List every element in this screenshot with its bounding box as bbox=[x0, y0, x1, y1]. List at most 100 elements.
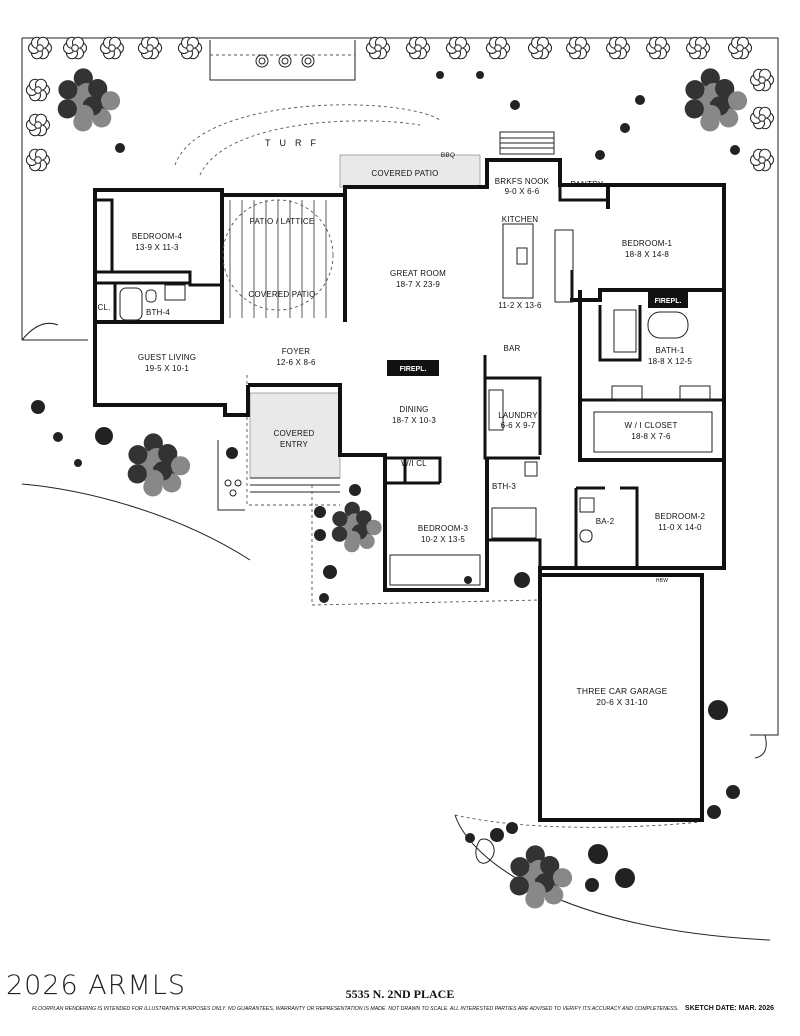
fireplace-dining bbox=[387, 360, 439, 376]
covered-entry-label-2: ENTRY bbox=[280, 440, 308, 449]
bush-icon bbox=[436, 71, 444, 79]
bush-icon bbox=[476, 71, 484, 79]
bush-icon bbox=[506, 822, 518, 834]
covered-patio-left-label: COVERED PATIO bbox=[248, 290, 315, 299]
bush-icon bbox=[464, 576, 472, 584]
shrub-icon bbox=[405, 36, 431, 60]
bedroom-1-label: BEDROOM-1 bbox=[622, 239, 673, 248]
bath-1-dims: 18-8 X 12-5 bbox=[648, 357, 692, 366]
bush-icon bbox=[349, 484, 361, 496]
bush-icon bbox=[730, 145, 740, 155]
bush-icon bbox=[620, 123, 630, 133]
bush-icon bbox=[514, 572, 530, 588]
bush-icon bbox=[323, 565, 337, 579]
garage-dims: 20-6 X 31-10 bbox=[596, 697, 648, 707]
shrub-icon bbox=[606, 36, 630, 60]
bush-icon bbox=[707, 805, 721, 819]
exterior-walls bbox=[93, 158, 726, 822]
great-room-label: GREAT ROOM bbox=[390, 269, 446, 278]
shrub-icon bbox=[528, 36, 552, 60]
bush-icon bbox=[595, 150, 605, 160]
fireplace-master-label: FIREPL. bbox=[655, 298, 682, 305]
foyer-dims: 12-6 X 8-6 bbox=[276, 358, 316, 367]
bush-icon bbox=[74, 459, 82, 467]
garage-label: THREE CAR GARAGE bbox=[576, 686, 667, 696]
shrub-icon bbox=[485, 36, 511, 60]
bedroom-4-dims: 13-9 X 11-3 bbox=[135, 243, 179, 252]
wi-closet-dims: 18-8 X 7-6 bbox=[631, 432, 671, 441]
shrub-icon bbox=[63, 36, 87, 60]
shrub-icon bbox=[25, 78, 50, 102]
bath-1-label: BATH-1 bbox=[655, 346, 684, 355]
tree-icon bbox=[331, 501, 382, 553]
bush-icon bbox=[226, 447, 238, 459]
bedroom-1-dims: 18-8 X 14-8 bbox=[625, 250, 669, 259]
bush-icon bbox=[95, 427, 113, 445]
laundry-dims: 6-6 X 9-7 bbox=[501, 421, 536, 430]
fireplace-dining-label: FIREPL. bbox=[400, 366, 427, 373]
bedroom-2-label: BEDROOM-2 bbox=[655, 512, 706, 521]
bedroom-4-label: BEDROOM-4 bbox=[132, 232, 183, 241]
shrub-icon bbox=[25, 148, 50, 172]
closet-label: CL. bbox=[97, 303, 110, 312]
sketch-date: SKETCH DATE: MAR. 2026 bbox=[685, 1005, 774, 1012]
shrub-icon bbox=[728, 36, 752, 60]
bush-icon bbox=[314, 506, 326, 518]
shrub-icon bbox=[750, 106, 774, 130]
bush-icon bbox=[708, 700, 728, 720]
bush-icon bbox=[314, 529, 326, 541]
fixtures bbox=[119, 223, 713, 586]
patio-lattice-label: PATIO / LATTICE bbox=[250, 217, 315, 226]
tree-icon bbox=[127, 433, 191, 497]
brkfs-nook-dims: 9-0 X 6-6 bbox=[505, 187, 540, 196]
ba-2-label: BA-2 bbox=[596, 517, 615, 526]
shrub-icon bbox=[25, 113, 50, 137]
patio-lattice bbox=[222, 199, 334, 318]
bush-icon bbox=[31, 400, 45, 414]
shrub-icon bbox=[177, 36, 203, 60]
shrub-icon bbox=[28, 36, 52, 60]
bush-icon bbox=[585, 878, 599, 892]
bush-icon bbox=[615, 868, 635, 888]
bedroom-3-label: BEDROOM-3 bbox=[418, 524, 469, 533]
bedroom-3-dims: 10-2 X 13-5 bbox=[421, 535, 465, 544]
pantry-label: PANTRY bbox=[571, 180, 604, 189]
foyer-label: FOYER bbox=[282, 347, 311, 356]
shrub-icon bbox=[100, 36, 124, 60]
room-labels: TURF BBQ COVERED PATIO BEDROOM-4 13-9 X … bbox=[97, 138, 705, 707]
tree-icon bbox=[57, 68, 121, 132]
bedroom-2-dims: 11-0 X 14-0 bbox=[658, 523, 702, 532]
bbq-label: BBQ bbox=[441, 152, 455, 159]
bush-icon bbox=[319, 593, 329, 603]
tree-icon bbox=[509, 845, 573, 909]
kitchen-dims: 11-2 X 13-6 bbox=[498, 301, 542, 310]
bth-4-label: BTH-4 bbox=[146, 308, 170, 317]
dining-label: DINING bbox=[399, 405, 428, 414]
interior-walls bbox=[95, 185, 724, 568]
great-room-dims: 18-7 X 23-9 bbox=[396, 280, 440, 289]
kitchen-label: KITCHEN bbox=[502, 215, 539, 224]
bth-3-label: BTH-3 bbox=[492, 482, 516, 491]
bush-icon bbox=[53, 432, 63, 442]
guest-living-dims: 19-5 X 10-1 bbox=[145, 364, 189, 373]
brkfs-nook-label: BRKFS NOOK bbox=[495, 177, 550, 186]
laundry-label: LAUNDRY bbox=[498, 411, 538, 420]
watermark: 2026 ARMLS bbox=[6, 970, 187, 1001]
bush-icon bbox=[465, 833, 475, 843]
fireplace-master bbox=[648, 292, 688, 308]
covered-patio-top-label: COVERED PATIO bbox=[371, 169, 438, 178]
bar-label: BAR bbox=[503, 344, 520, 353]
shrub-icon bbox=[365, 36, 391, 60]
bush-icon bbox=[115, 143, 125, 153]
disclaimer-text: FLOORPLAN RENDERING IS INTENDED FOR ILLU… bbox=[32, 1006, 679, 1012]
bush-icon bbox=[588, 844, 608, 864]
wi-closet-label: W / I CLOSET bbox=[624, 421, 677, 430]
bush-icon bbox=[490, 828, 504, 842]
shrub-icon bbox=[646, 36, 670, 60]
turf-label: TURF bbox=[265, 138, 325, 148]
dining-dims: 18-7 X 10-3 bbox=[392, 416, 436, 425]
bush-icon bbox=[510, 100, 520, 110]
shrub-icon bbox=[750, 148, 774, 172]
shrub-icon bbox=[750, 68, 774, 92]
